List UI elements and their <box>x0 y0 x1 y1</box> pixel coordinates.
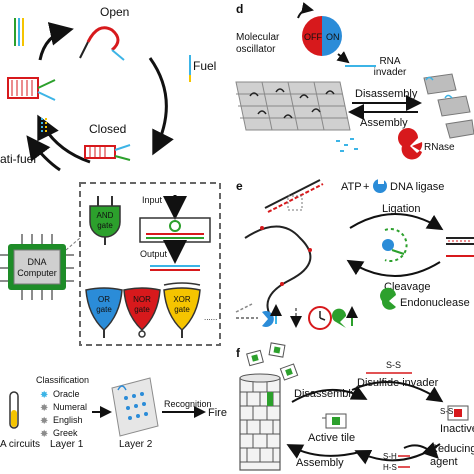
rnase-icon <box>398 127 423 160</box>
panel-e-label: e <box>236 179 243 193</box>
cycle-arrow-top <box>38 22 74 61</box>
ligase-icon <box>373 178 387 193</box>
oscillator-icon <box>297 2 342 56</box>
dna-computer: DNA Computer AND gate Input Output OR <box>0 182 221 346</box>
assembly-label-d: Assembly <box>360 117 408 129</box>
atp-label: ATP <box>341 181 362 193</box>
active-tile-icon <box>322 413 347 429</box>
ss-top-label: S-S <box>386 360 401 370</box>
class-oracle: Oracle <box>53 389 80 399</box>
panel-d: d Molecular oscillator OFF ON RNA invade… <box>235 2 474 160</box>
bottom-cycle-icons <box>236 304 358 330</box>
gates-frame <box>79 182 221 346</box>
strand-icon <box>14 18 24 46</box>
chip-label-2: Computer <box>17 268 57 278</box>
panel-f-label: f <box>236 346 241 360</box>
ligase-label: DNA ligase <box>390 181 444 193</box>
nanotube-icon <box>235 81 351 131</box>
nor-gate-icon <box>123 287 161 338</box>
rna-invader-label-1: RNA <box>379 56 400 67</box>
class-english: English <box>53 415 83 425</box>
open-hairpin-icon <box>79 26 125 61</box>
class-numeral: Numeral <box>53 402 87 412</box>
input-label: Input <box>142 195 163 205</box>
endonuclease-label: Endonuclease <box>400 297 470 309</box>
reducing-label-1: Reducing <box>430 443 474 455</box>
svg-text:✸: ✸ <box>40 390 48 401</box>
endonuclease-icon <box>380 287 396 310</box>
more-gates-ellipsis: ...... <box>204 313 217 322</box>
and-gate-icon <box>89 196 121 245</box>
closed-label: Closed <box>89 122 126 136</box>
output-label: Output <box>140 249 168 259</box>
tower-icon <box>239 373 281 471</box>
chip-label-1: DNA <box>27 257 46 267</box>
layer2-grid-icon <box>111 377 159 437</box>
nor-gate-label-2: gate <box>134 305 150 314</box>
class-greek: Greek <box>53 428 78 438</box>
layer2-label: Layer 2 <box>119 439 153 450</box>
or-gate-icon <box>85 287 123 338</box>
dna-strand-icon <box>244 225 312 316</box>
nor-gate-label-1: NOR <box>133 295 151 304</box>
on-label: ON <box>326 32 340 42</box>
fragments-icon <box>336 138 358 152</box>
and-gate-label-1: AND <box>97 211 114 220</box>
reducing-label-2: agent <box>430 456 458 468</box>
classification-label: Classification <box>36 375 89 385</box>
xor-gate-label-1: XOR <box>173 295 191 304</box>
hairpin-cycle: Open Fuel ati-fuel <box>0 5 216 172</box>
hs-label: H-S <box>383 463 397 472</box>
duplex-icon <box>264 179 324 213</box>
star-icons: ✸ ✸ ✸ ✸ <box>40 390 48 440</box>
fire-label: Fire <box>208 407 227 419</box>
fuel-label: Fuel <box>193 59 216 73</box>
rnase-label: RNase <box>424 142 455 153</box>
inactive-tile-icon <box>447 405 469 421</box>
ligation-cycle-icon <box>382 228 408 262</box>
cycle-arrow-right <box>148 57 174 156</box>
panel-f: f S-S Di <box>236 342 474 472</box>
panel-e: e ATP + DNA ligase Ligation <box>235 178 474 330</box>
complex-icon <box>7 77 56 101</box>
oscillator-label-1: Molecular <box>236 32 280 43</box>
ss-inactive-label: S-S <box>440 407 453 416</box>
svg-text:✸: ✸ <box>40 403 48 414</box>
svg-text:✸: ✸ <box>40 429 48 440</box>
oscillator-label-2: oscillator <box>236 44 276 55</box>
neural-network: A circuits Classification ✸ ✸ ✸ ✸ Oracle… <box>0 375 227 450</box>
svg-text:✸: ✸ <box>40 416 48 427</box>
sh-label: S-H <box>383 452 397 461</box>
ligation-label: Ligation <box>382 203 421 215</box>
open-label: Open <box>100 5 129 19</box>
or-gate-label-1: OR <box>98 295 110 304</box>
cycle-arrow-left <box>37 114 91 164</box>
inactive-label: Inactive <box>440 423 474 435</box>
tiles-icon <box>423 73 474 139</box>
test-tube-icon <box>9 391 19 429</box>
circuits-label: A circuits <box>0 439 40 450</box>
off-label: OFF <box>304 32 322 42</box>
recognition-label: Recognition <box>164 399 212 409</box>
product-duplex-icon <box>446 237 474 257</box>
xor-gate-label-2: gate <box>174 305 190 314</box>
layer1-label: Layer 1 <box>50 439 84 450</box>
and-gate-label-2: gate <box>97 221 113 230</box>
flying-tiles-icon <box>246 342 299 381</box>
or-gate-label-2: gate <box>96 305 112 314</box>
anti-fuel-label: ati-fuel <box>0 152 36 166</box>
cleavage-label: Cleavage <box>384 281 430 293</box>
cycle-arrow-anti <box>26 135 61 172</box>
disassembly-label-d: Disassembly <box>355 88 418 100</box>
assembly-label-f: Assembly <box>296 457 344 469</box>
chip-core <box>13 249 61 285</box>
panel-d-label: d <box>236 2 243 16</box>
rna-invader-label-2: invader <box>374 67 407 78</box>
xor-gate-icon <box>163 282 201 338</box>
closed-hairpin-icon <box>84 144 131 161</box>
active-tile-label: Active tile <box>308 432 355 444</box>
plus-label: + <box>363 181 369 193</box>
